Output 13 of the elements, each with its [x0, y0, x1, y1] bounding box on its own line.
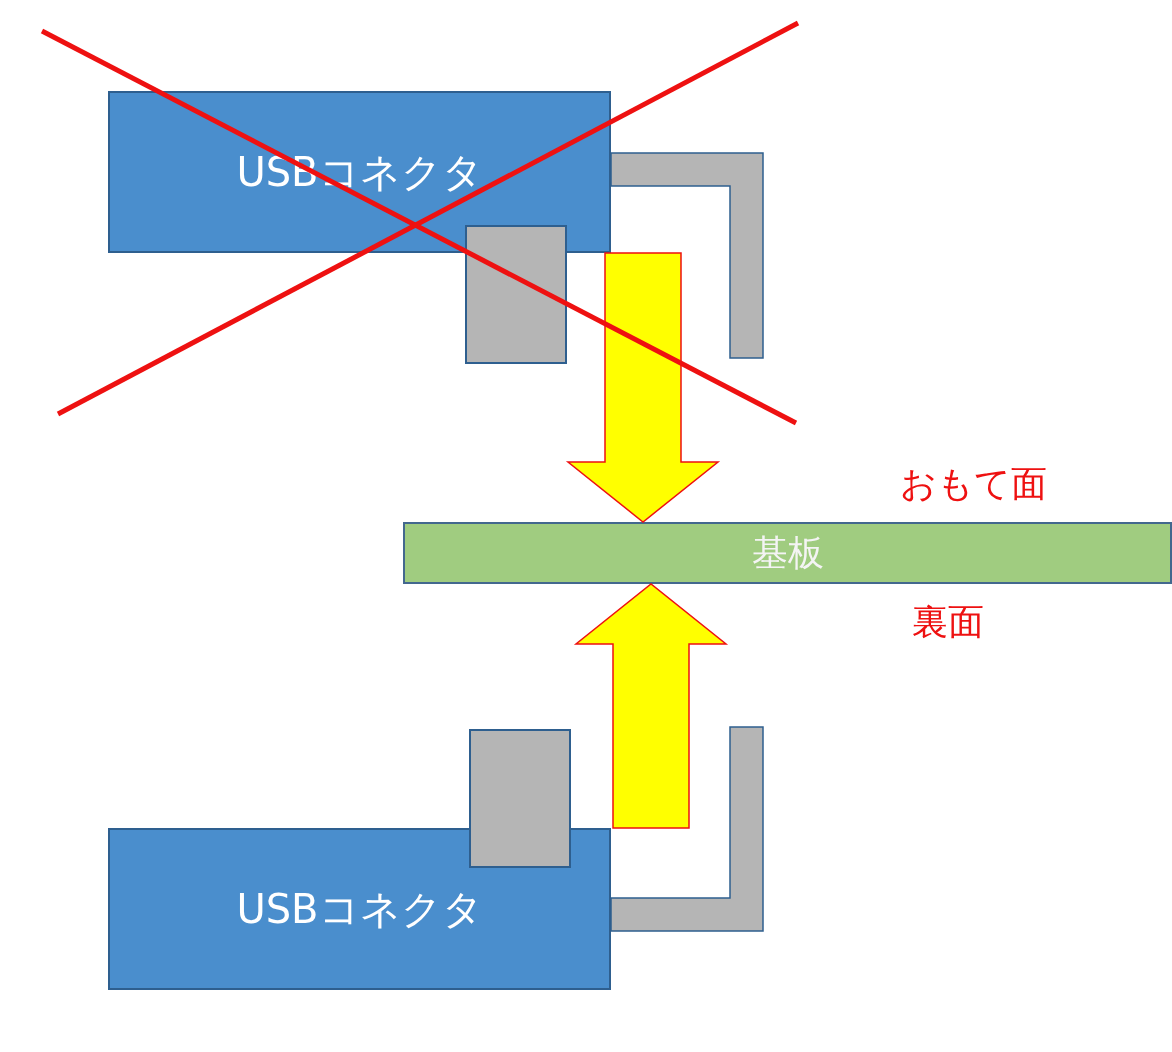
block-arrow — [565, 252, 721, 523]
box-label: 基板 — [751, 531, 824, 575]
block-arrow — [573, 583, 729, 829]
connector-lead — [611, 727, 763, 931]
side-label: 裏面 — [912, 604, 984, 640]
connector-pin-block — [465, 225, 567, 364]
side-label: おもて面 — [900, 466, 1047, 502]
circuit-board-bar — [403, 522, 1172, 584]
connector-pin-block — [469, 729, 571, 868]
connector-lead — [611, 153, 763, 358]
usb-connector-box — [108, 91, 611, 253]
box-label: USBコネクタ — [236, 885, 483, 934]
usb-connector-box — [108, 828, 611, 990]
